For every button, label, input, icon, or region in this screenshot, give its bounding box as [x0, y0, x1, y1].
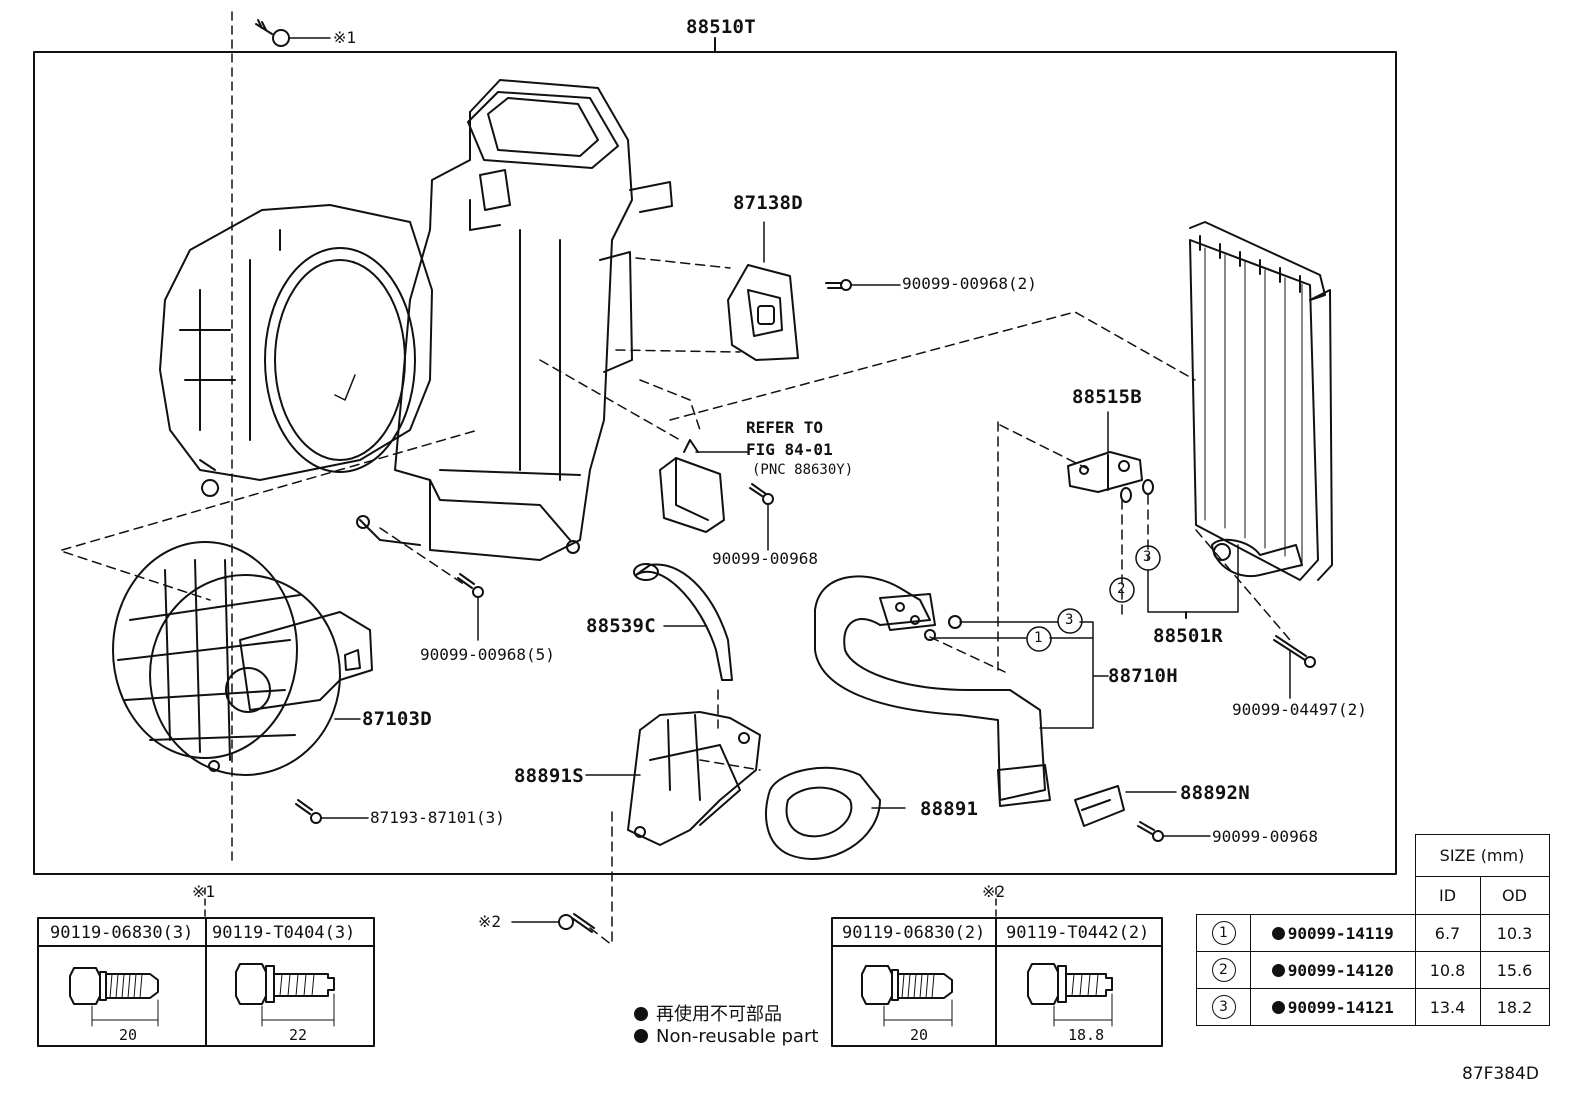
refer-text-line1: REFER TO: [746, 418, 824, 437]
bolt-table-2-drawing: [831, 887, 1163, 1047]
row-number: 3: [1211, 995, 1236, 1019]
refer-text-line2: FIG 84-01: [746, 440, 833, 459]
blower-case-icon: [159, 204, 433, 497]
evaporator-core-icon: [1147, 221, 1333, 619]
row-id: 6.7: [1414, 914, 1481, 952]
part-label-screw-00968-5: 90099-00968(5): [420, 645, 555, 664]
figure-id: 87F384D: [1462, 1064, 1539, 1084]
screw-icon: [295, 799, 369, 824]
row-id: 10.8: [1414, 951, 1481, 989]
table-row: 3 90099-14121 13.4 18.2: [1196, 988, 1550, 1026]
bolt-table-2-mark: ※2: [982, 882, 1006, 901]
legend-en-text: Non-reusable part: [656, 1026, 819, 1047]
part-label-88501R: 88501R: [1153, 625, 1223, 647]
note2-mark-screw: ※2: [478, 912, 502, 931]
row-part: 90099-14120: [1287, 960, 1394, 980]
nonreusable-dot-icon: [1271, 1000, 1285, 1014]
nonreusable-dot-icon: [1271, 926, 1285, 940]
lower-housing-icon: [585, 711, 761, 846]
bolt-table-1-part-a: 90119-06830(3): [50, 923, 194, 943]
drain-hose-icon: [633, 563, 733, 681]
oring-size-table: SIZE (mm) ID OD 1 90099-14119 6.7 10.3 2…: [1196, 834, 1550, 1026]
row-od: 15.6: [1479, 951, 1550, 989]
bolt-table-1-length-a: 20: [119, 1026, 138, 1044]
seal-ring-icon: [765, 766, 906, 860]
servo-motor-icon: [659, 439, 774, 551]
nonreusable-dot-icon: [634, 1029, 648, 1043]
row-number: 2: [1211, 958, 1236, 982]
oring-callout-3: 3: [1065, 612, 1074, 628]
row-number: 1: [1211, 921, 1236, 945]
row-od: 10.3: [1479, 914, 1550, 952]
bolt-table-2-part-a: 90119-06830(2): [842, 923, 986, 943]
row-part: 90099-14121: [1287, 997, 1394, 1017]
row-part: 90099-14119: [1287, 923, 1394, 943]
part-label-88539C: 88539C: [586, 615, 656, 637]
refer-text-line3: (PNC 88630Y): [752, 462, 854, 478]
part-label-88891: 88891: [920, 798, 979, 820]
table-row: 2 90099-14120 10.8 15.6: [1196, 951, 1550, 989]
assembly-part-label: 88510T: [686, 16, 756, 38]
oring-callout-3b: 3: [1143, 549, 1152, 565]
row-id: 13.4: [1414, 988, 1481, 1026]
screw-note2-icon: [511, 913, 595, 933]
expansion-valve-icon: [1067, 411, 1154, 503]
screw-note1-icon: [255, 19, 331, 47]
bolt-icon: [1273, 635, 1316, 699]
bolt-table-1-part-b: 90119-T0404(3): [212, 923, 356, 943]
part-label-88515B: 88515B: [1072, 386, 1142, 408]
part-label-screw-00968-a: 90099-00968: [712, 549, 818, 568]
refrigerant-pipe-icon: [814, 575, 1109, 807]
blower-motor-icon: [112, 541, 373, 776]
part-label-screw-04497-2: 90099-04497(2): [1232, 700, 1367, 719]
part-label-87103D: 87103D: [362, 708, 432, 730]
legend-jp-text: 再使用不可部品: [656, 1004, 782, 1025]
nonreusable-dot-icon: [634, 1007, 648, 1021]
bolt-table-2-part-b: 90119-T0442(2): [1006, 923, 1150, 943]
table-row: 1 90099-14119 6.7 10.3: [1196, 914, 1550, 952]
part-label-88891S: 88891S: [514, 765, 584, 787]
size-table-header: SIZE (mm): [1414, 834, 1550, 877]
part-label-screw-87101-3: 87193-87101(3): [370, 808, 505, 827]
oring-callout-1: 1: [1034, 630, 1043, 646]
row-od: 18.2: [1479, 988, 1550, 1026]
blower-resistor-icon: [727, 221, 901, 361]
heater-case-icon: [356, 79, 673, 561]
size-table-col-id: ID: [1414, 876, 1481, 915]
oring-callout-2: 2: [1117, 581, 1126, 597]
part-label-87138D: 87138D: [733, 192, 803, 214]
legend-nonreusable-en: Non-reusable part: [634, 1026, 818, 1047]
part-label-88710H: 88710H: [1108, 665, 1178, 687]
nonreusable-dot-icon: [1271, 963, 1285, 977]
bolt-table-2-length-a: 20: [910, 1026, 929, 1044]
oring-callout-circles: [1026, 545, 1161, 652]
note1-mark: ※1: [333, 28, 357, 47]
pipe-bracket-icon: [1074, 785, 1211, 842]
size-table-col-od: OD: [1479, 876, 1550, 915]
bolt-table-2-length-b: 18.8: [1068, 1026, 1105, 1044]
bolt-table-1-length-b: 22: [289, 1026, 308, 1044]
part-label-88892N: 88892N: [1180, 782, 1250, 804]
bolt-table-1-drawing: [37, 887, 375, 1047]
part-label-screw-00968-2: 90099-00968(2): [902, 274, 1037, 293]
legend-nonreusable-jp: 再使用不可部品: [634, 1000, 782, 1026]
bolt-table-1-mark: ※1: [192, 882, 216, 901]
screw-icon: [457, 573, 484, 641]
dashed-guide-lines: [61, 257, 1291, 946]
